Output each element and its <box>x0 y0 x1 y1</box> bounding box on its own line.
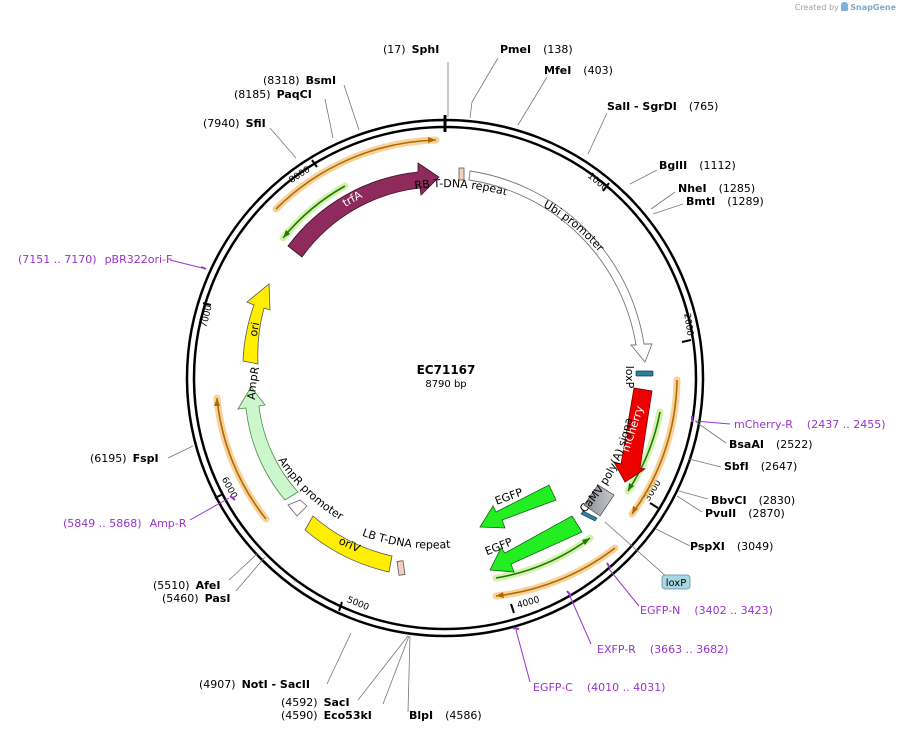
loxp-top-marker[interactable] <box>635 370 654 377</box>
primer-arcs <box>213 136 681 600</box>
ampr-promoter-arrow[interactable] <box>287 499 308 517</box>
ruler-label-4000: 4000 <box>516 595 541 611</box>
snapgene-logo-icon <box>841 2 849 11</box>
primer-leaders <box>169 259 731 683</box>
primer-Amp-R[interactable]: (5849 .. 5868)Amp-R <box>63 517 187 530</box>
site-PmeI[interactable]: PmeI(138) <box>500 43 573 56</box>
site-leaders <box>167 57 727 713</box>
loxp-box[interactable] <box>661 574 691 590</box>
site-PspXI[interactable]: PspXI(3049) <box>690 540 773 553</box>
site-SfiI[interactable]: (7940)SfiI <box>203 117 266 130</box>
ori-label: ori <box>247 321 262 338</box>
primer-EXFP-R[interactable]: EXFP-R(3663 .. 3682) <box>597 643 728 656</box>
credit-brand: SnapGene <box>850 3 896 12</box>
site-BbvCI[interactable]: BbvCI(2830) <box>711 494 795 507</box>
feature-AmpR[interactable] <box>237 386 299 501</box>
ampr-label: AmpR <box>245 365 262 400</box>
feature-camv-polya[interactable] <box>580 484 615 522</box>
ruler-label-6000: 6000 <box>219 476 239 501</box>
ruler-4000: 4000 <box>510 595 541 614</box>
credit-prefix: Created by <box>794 3 839 12</box>
feature-ori[interactable]: ori <box>242 283 271 365</box>
rb-box[interactable] <box>458 167 465 181</box>
ruler-7000: 7000 <box>199 302 215 329</box>
ruler-1000: 1000 <box>585 171 610 194</box>
site-BsaAI[interactable]: BsaAI(2522) <box>729 438 813 451</box>
snapgene-credit: Created by SnapGene <box>795 2 896 12</box>
primer-EGFP-C[interactable]: EGFP-C(4010 .. 4031) <box>533 681 665 694</box>
site-SalI-SgrDI[interactable]: SalI - SgrDI(765) <box>607 100 718 113</box>
site-PvuII[interactable]: PvuII(2870) <box>705 507 785 520</box>
site-BlpI[interactable]: BlpI(4586) <box>409 709 482 722</box>
loxp-box-label: loxP <box>666 578 687 589</box>
ruler-5000: 5000 <box>338 595 370 613</box>
primer-mCherry-R[interactable]: mCherry-R(2437 .. 2455) <box>734 418 885 431</box>
primer-EGFP-N[interactable]: EGFP-N(3402 .. 3423) <box>640 604 773 617</box>
site-PasI[interactable]: (5460)PasI <box>162 592 230 605</box>
ruler-label-2000: 2000 <box>681 313 695 337</box>
site-NheI[interactable]: NheI(1285) <box>678 182 755 195</box>
lb-label: LB T-DNA repeat <box>361 526 452 551</box>
plasmid-name: EC71167 <box>417 363 476 377</box>
site-SphI[interactable]: (17)SphI <box>383 43 439 56</box>
site-BmtI[interactable]: BmtI(1289) <box>686 195 764 208</box>
site-AfeI[interactable]: (5510)AfeI <box>153 579 220 592</box>
site-BsmI[interactable]: (8318)BsmI <box>263 74 336 87</box>
backbone <box>185 115 705 638</box>
lb-box[interactable] <box>396 560 406 576</box>
loxp-top-label: loxP <box>623 366 636 389</box>
plasmid-length: 8790 bp <box>425 379 466 390</box>
site-SbfI[interactable]: SbfI(2647) <box>724 460 797 473</box>
ruler-label-7000: 7000 <box>199 304 214 329</box>
feature-ubi-promoter[interactable] <box>468 170 653 363</box>
site-PaqCI[interactable]: (8185)PaqCI <box>234 88 312 101</box>
site-NotI-SacII[interactable]: (4907)NotI - SacII <box>199 678 310 691</box>
ruler-2000: 2000 <box>681 313 695 343</box>
site-Eco53kI[interactable]: (4590)Eco53kI <box>281 709 372 722</box>
site-SacI[interactable]: (4592)SacI <box>281 696 350 709</box>
feature-egfp-1[interactable]: EGFP <box>479 484 557 529</box>
primer-labels: mCherry-R(2437 .. 2455) EGFP-N(3402 .. 3… <box>18 253 885 694</box>
primer-pBR322ori-F[interactable]: (7151 .. 7170)pBR322ori-F <box>18 253 172 266</box>
ubi-label: Ubi promoter <box>541 198 606 255</box>
site-BglII[interactable]: BglII(1112) <box>659 159 736 172</box>
site-labels: (17)SphI PmeI(138) MfeI(403) SalI - SgrD… <box>90 43 813 722</box>
feature-oriV[interactable]: oriV <box>304 515 393 573</box>
site-FspI[interactable]: (6195)FspI <box>90 452 159 465</box>
site-MfeI[interactable]: MfeI(403) <box>544 64 613 77</box>
ruler-label-1000: 1000 <box>585 171 609 194</box>
